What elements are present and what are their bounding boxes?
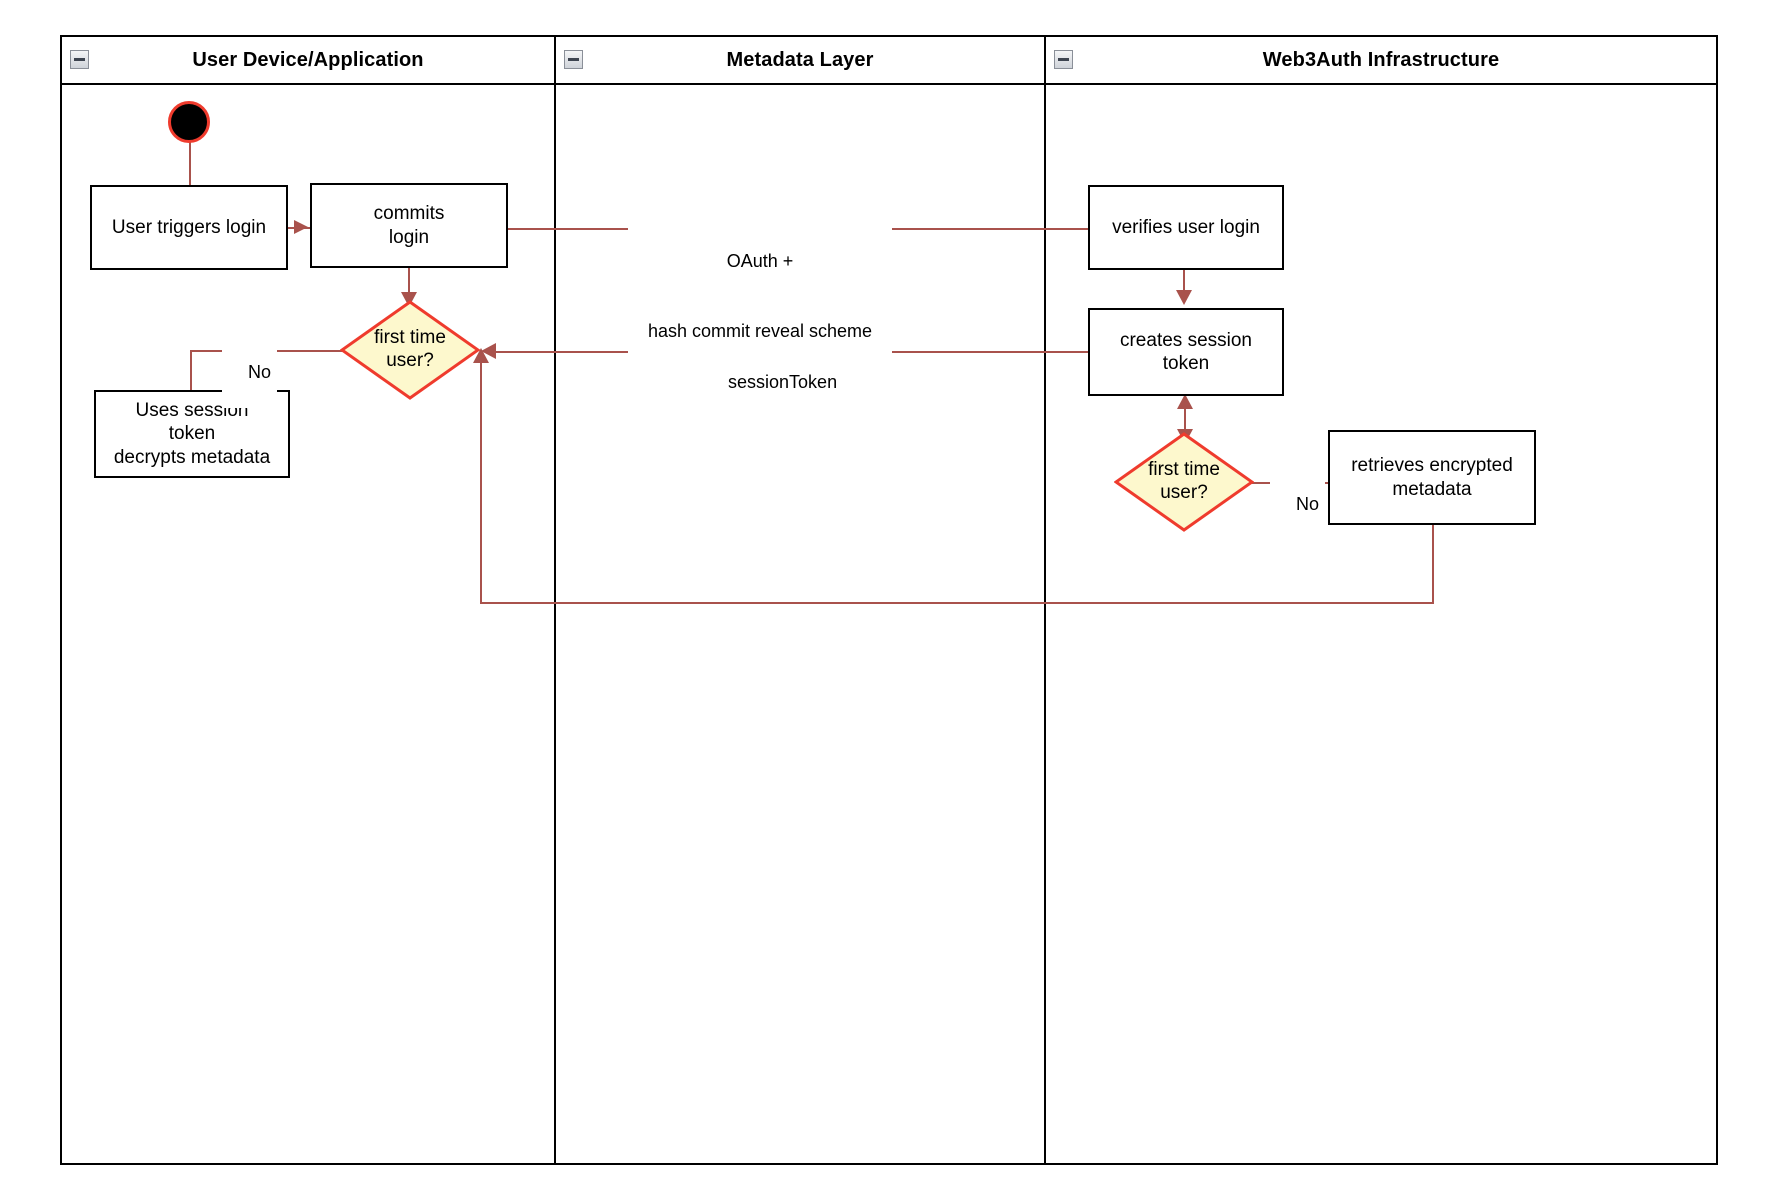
node-label-line1: first time [374, 327, 446, 349]
connector-no-down-to-uses-session [190, 350, 192, 390]
arrowhead-to-creates-session-token [1176, 290, 1192, 305]
node-label-line1: first time [1148, 459, 1220, 481]
lane-header-web3auth: Web3Auth Infrastructure [1046, 37, 1716, 85]
node-first-time-user-left[interactable]: first time user? [340, 300, 480, 400]
node-label: Uses session token decrypts metadata [106, 399, 278, 469]
lane-user-device: User Device/Application [62, 37, 554, 1163]
node-label-line1: commits [373, 203, 445, 225]
node-label-line1: retrieves encrypted [1351, 455, 1513, 477]
node-creates-session-token[interactable]: creates session token [1088, 308, 1284, 396]
node-uses-session-token[interactable]: Uses session token decrypts metadata [94, 390, 290, 478]
arrowhead-up-to-creates-session-token [1177, 394, 1193, 409]
start-node [168, 101, 210, 143]
edge-label-no-right: No [1270, 470, 1326, 541]
node-label: verifies user login [1112, 216, 1260, 238]
decision-diamond-shape [340, 300, 480, 400]
node-label: first time user? [1114, 432, 1254, 532]
connector-return-left [480, 602, 1434, 604]
edge-label-no-left: No [222, 338, 278, 409]
edge-label-line1: OAuth + [726, 250, 794, 271]
edge-label-line2: hash commit reveal scheme [647, 320, 873, 341]
connector-return-down [1432, 525, 1434, 603]
node-label-line3: decrypts metadata [113, 446, 271, 468]
node-first-time-user-right[interactable]: first time user? [1114, 432, 1254, 532]
connector-commits-to-decision-left [408, 268, 410, 300]
node-retrieves-encrypted-metadata[interactable]: retrieves encrypted metadata [1328, 430, 1536, 525]
node-label-line2: token [1162, 353, 1210, 374]
connector-verifies-to-creates [1183, 270, 1185, 298]
lane-web3auth: Web3Auth Infrastructure [1044, 37, 1716, 1163]
lane-header-metadata-layer: Metadata Layer [556, 37, 1044, 85]
lane-metadata-layer: Metadata Layer [554, 37, 1044, 1163]
node-label-line1: creates session [1119, 329, 1252, 351]
node-label-line2: user? [386, 350, 434, 371]
lane-header-user-device: User Device/Application [62, 37, 554, 85]
lane-title-web3auth: Web3Auth Infrastructure [1262, 48, 1500, 71]
node-label-line1: Uses session [135, 400, 249, 422]
edge-label-session-token: sessionToken [702, 348, 844, 419]
node-label-line2: user? [1160, 482, 1208, 503]
node-label: first time user? [340, 300, 480, 400]
minus-box-icon[interactable] [564, 50, 583, 69]
node-verifies-user-login[interactable]: verifies user login [1088, 185, 1284, 270]
node-label: creates session token [1112, 329, 1260, 375]
connector-return-up-to-decision-left [480, 362, 482, 603]
node-user-triggers-login[interactable]: User triggers login [90, 185, 288, 270]
minus-box-icon[interactable] [70, 50, 89, 69]
node-label: commits login [366, 202, 453, 248]
node-label-line2: login [388, 226, 430, 248]
node-label-line2: metadata [1392, 478, 1472, 500]
lane-title-user-device: User Device/Application [192, 48, 424, 71]
connector-creates-to-decision-right [1184, 396, 1186, 442]
node-label: User triggers login [111, 216, 267, 238]
node-commits-login[interactable]: commits login [310, 183, 508, 268]
connector-start-to-user-triggers-login [189, 142, 191, 188]
lane-title-metadata-layer: Metadata Layer [726, 48, 874, 71]
arrowhead-to-commits-login [294, 220, 308, 234]
node-label-line2: token [168, 423, 216, 445]
decision-diamond-shape [1114, 432, 1254, 532]
minus-box-icon[interactable] [1054, 50, 1073, 69]
node-label: retrieves encrypted metadata [1343, 454, 1521, 500]
